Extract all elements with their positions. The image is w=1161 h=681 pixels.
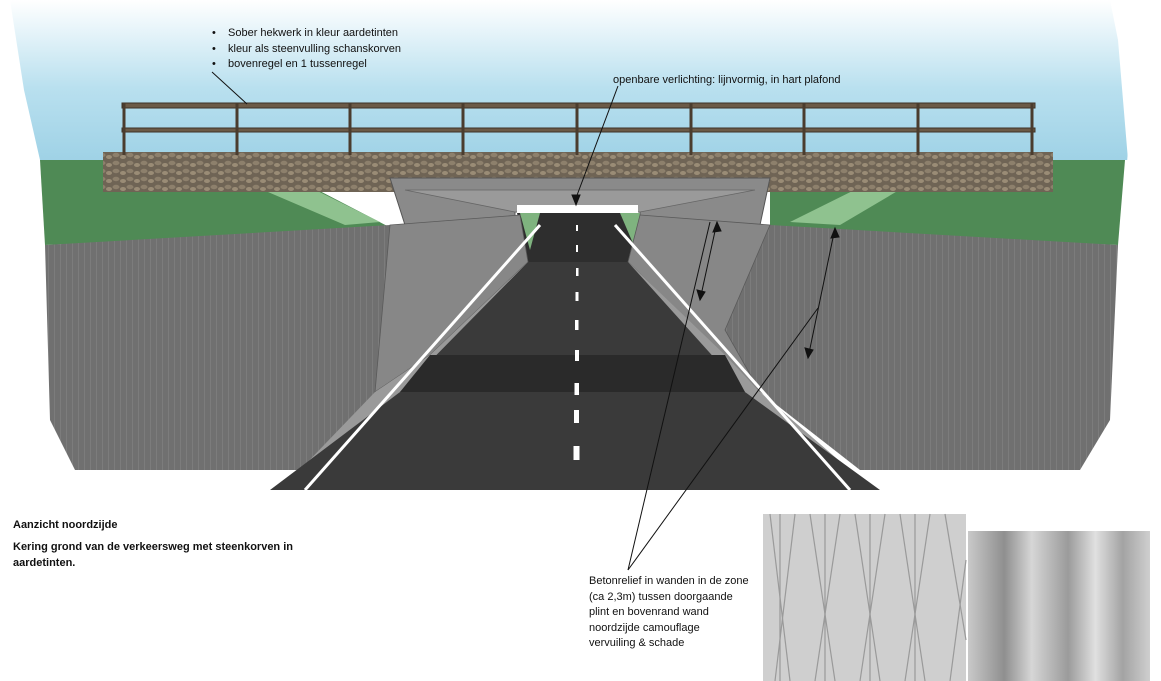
leader-lines <box>211 71 840 571</box>
lighting-note: openbare verlichting: lijnvormig, in har… <box>613 74 841 86</box>
relief-swatch-angular <box>763 513 967 681</box>
relief-note: Betonrelief in wanden in de zone (ca 2,3… <box>589 575 749 649</box>
center-line-dashes <box>573 225 580 460</box>
right-tunnel-wall <box>627 214 771 393</box>
railing <box>121 102 1036 155</box>
tunnel-far-end <box>517 213 640 262</box>
right-plinth <box>626 262 850 470</box>
relief-swatch-vertical <box>968 531 1150 681</box>
left-edge-line <box>303 224 542 491</box>
sky <box>10 0 1128 160</box>
railing-notes: Sober hekwerk in kleur aardetinten kleur… <box>212 26 401 73</box>
tunnel-exit-light <box>517 205 638 213</box>
railing-note: kleur als steenvulling schanskorven <box>212 42 401 58</box>
caption-title: Aanzicht noordzijde <box>13 519 118 531</box>
caption-text: Kering grond van de verkeersweg met stee… <box>13 541 293 569</box>
railing-note: Sober hekwerk in kleur aardetinten <box>212 26 401 42</box>
right-edge-line <box>613 224 852 491</box>
tunnel-ceiling <box>404 189 756 213</box>
railing-note: bovenregel en 1 tussenregel <box>212 57 401 73</box>
